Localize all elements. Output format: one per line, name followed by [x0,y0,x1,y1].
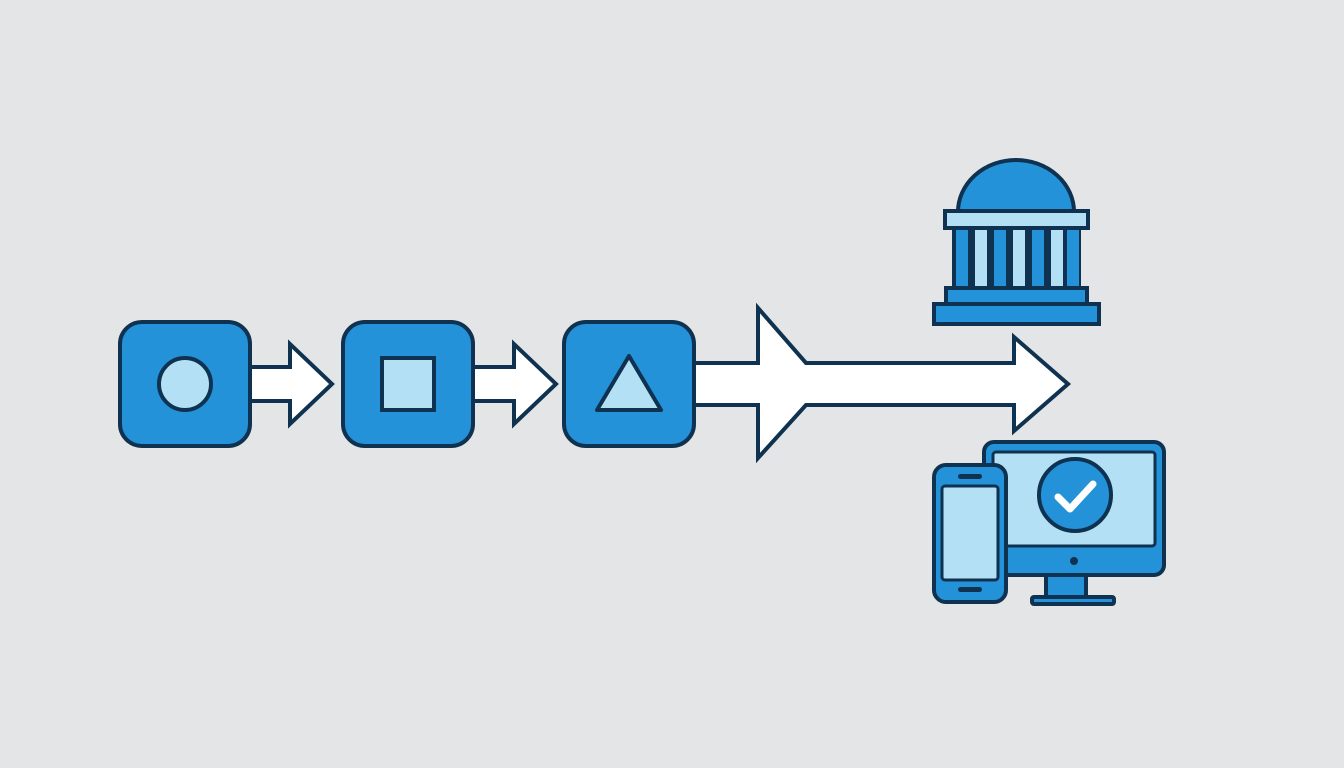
smartphone-icon [932,463,1008,604]
circle-icon [157,356,213,412]
connector-arrow-2 [470,339,559,429]
step-circle [118,320,252,448]
step-square [341,320,475,448]
devices-verified-icon [932,440,1166,606]
square-icon [380,356,436,412]
government-building-icon [932,158,1101,326]
triangle-icon [595,354,663,412]
checkmark-icon [1037,457,1113,533]
main-forward-arrow [692,302,1072,464]
step-triangle [562,320,696,448]
connector-arrow-1 [246,339,335,429]
